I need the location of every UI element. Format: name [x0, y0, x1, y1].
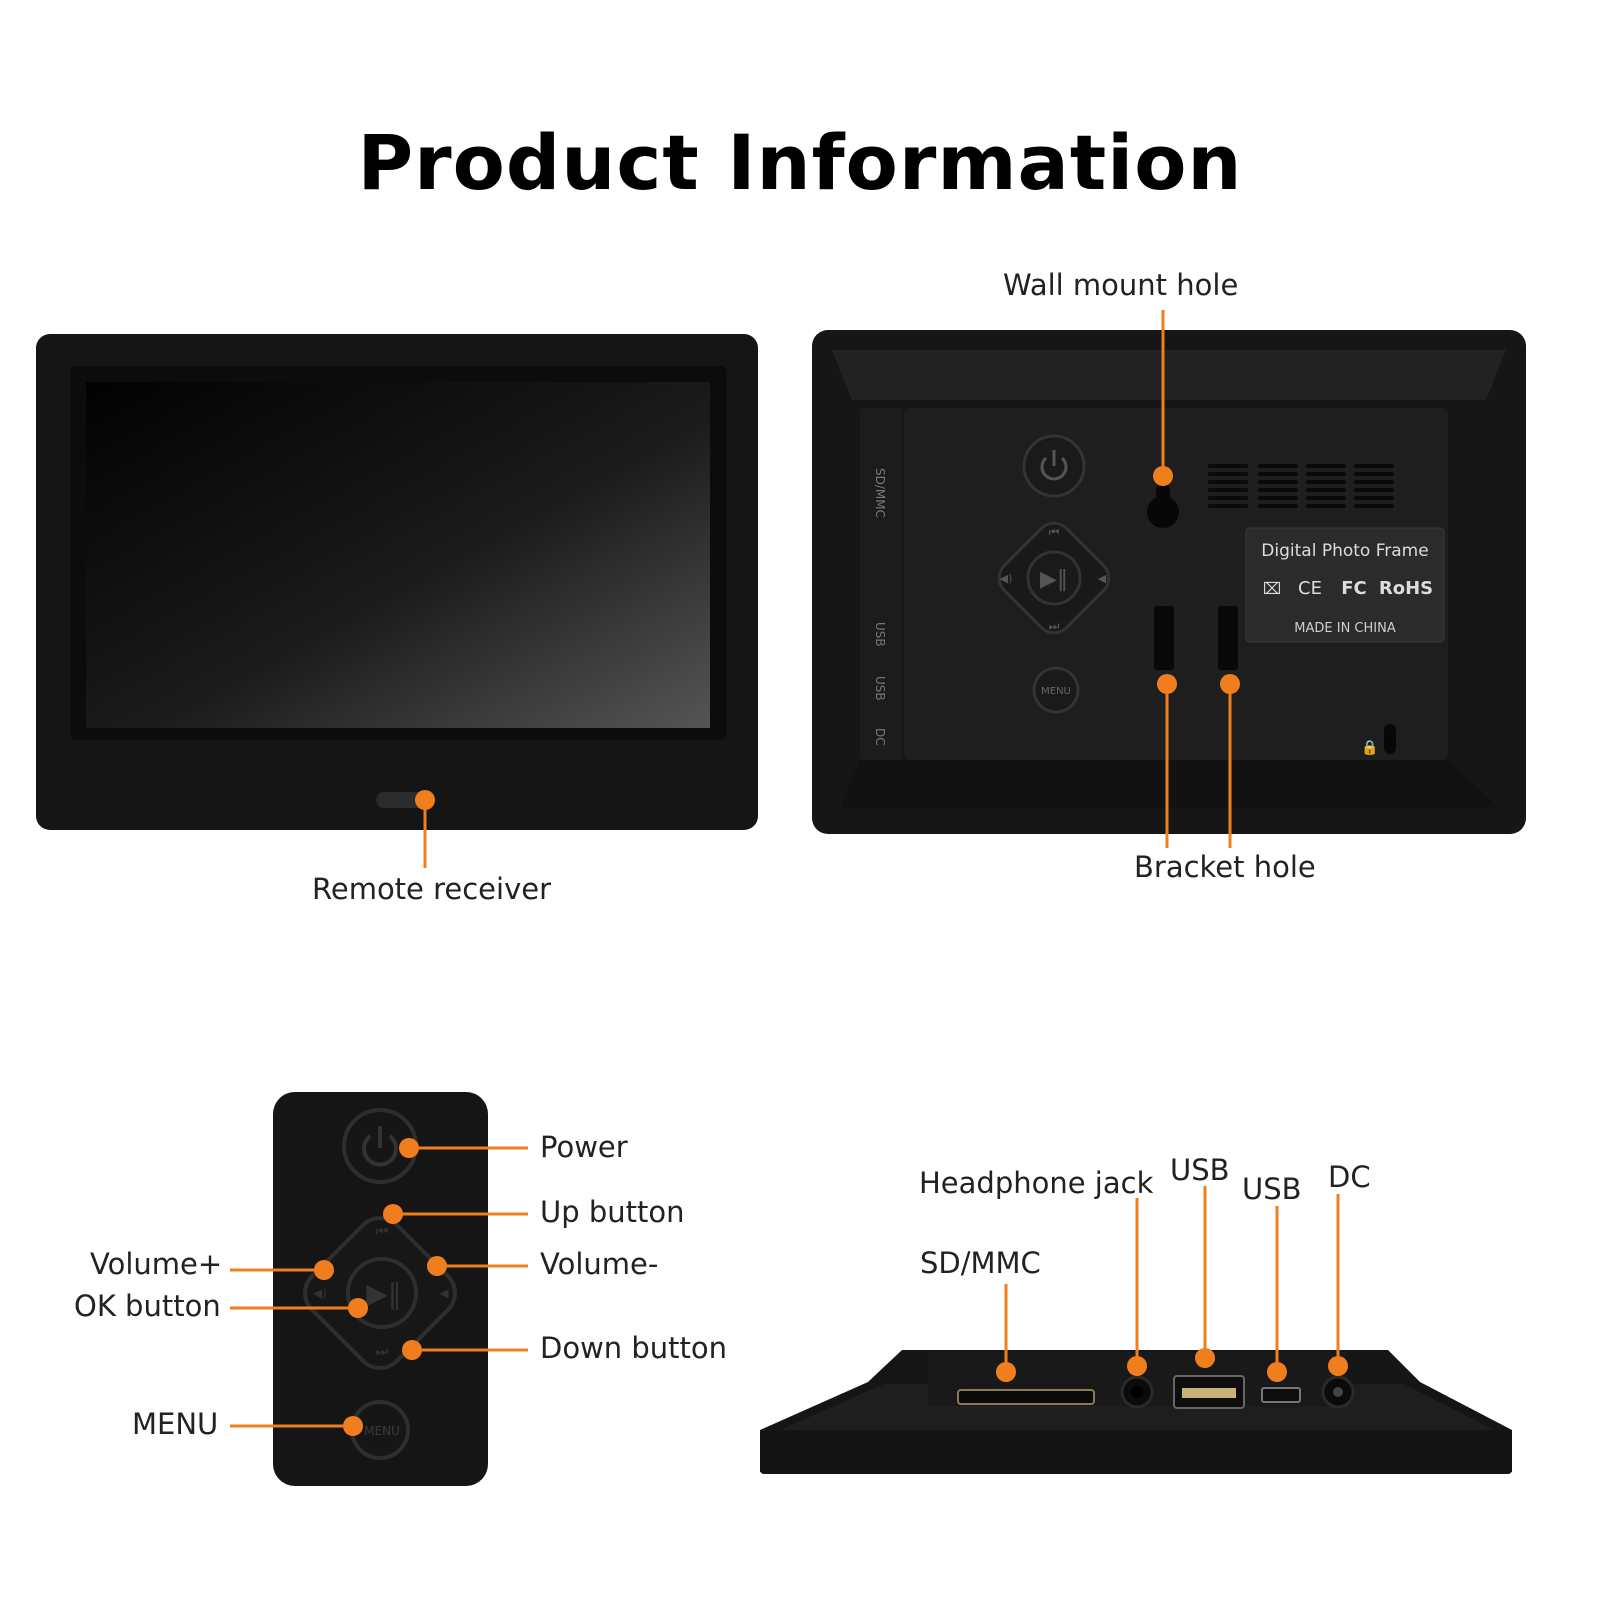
- back-menu-button[interactable]: MENU: [1032, 666, 1080, 714]
- back-menu-text: MENU: [1041, 686, 1071, 697]
- sd-card-slot: [957, 1389, 1095, 1405]
- up-button-label: Up button: [540, 1195, 685, 1229]
- ok-button-label: OK button: [74, 1289, 221, 1323]
- side-port-usb1: USB: [873, 622, 887, 647]
- remote-menu-text: MENU: [364, 1424, 400, 1438]
- down-marker: [402, 1340, 422, 1360]
- ok-marker: [348, 1298, 368, 1318]
- front-screen: [86, 382, 710, 728]
- usb-a-label: USB: [1170, 1153, 1230, 1187]
- speaker-vents: [1208, 464, 1394, 508]
- remote-next-icon: ⏭: [376, 1344, 389, 1360]
- dc-port: [1321, 1375, 1355, 1409]
- volume-minus-label: Volume-: [540, 1247, 659, 1281]
- bracket-hole-right: [1218, 606, 1238, 670]
- remote-power-icon: [362, 1126, 398, 1167]
- dc-label: DC: [1328, 1160, 1371, 1194]
- menu-label: MENU: [132, 1407, 219, 1441]
- side-port-sd: SD/MMC: [873, 468, 887, 518]
- headphone-jack-label: Headphone jack: [919, 1166, 1154, 1200]
- wall-mount-hole: [1147, 484, 1179, 528]
- bracket-hole-label: Bracket hole: [1134, 850, 1316, 884]
- usb-mini-port: [1261, 1387, 1301, 1403]
- power-label: Power: [540, 1130, 628, 1164]
- power-marker: [399, 1138, 419, 1158]
- weee-bin-icon: ⌧: [1263, 579, 1281, 598]
- remote-volume-up-icon: ◀): [313, 1286, 327, 1300]
- menu-marker: [343, 1416, 363, 1436]
- back-dpad[interactable]: ▶‖ ⏮ ⏭ ◀) ◀: [992, 516, 1116, 640]
- wall-mount-label: Wall mount hole: [1003, 268, 1239, 302]
- bracket-hole-marker-left: [1157, 674, 1177, 694]
- remote-play-pause-icon: ▶‖: [366, 1277, 402, 1310]
- volume-minus-marker: [427, 1256, 447, 1276]
- back-power-button[interactable]: [1022, 434, 1086, 498]
- headphone-jack: [1120, 1375, 1154, 1409]
- remote-receiver-marker: [415, 790, 435, 810]
- up-marker: [383, 1204, 403, 1224]
- lock-slot: [1384, 724, 1396, 754]
- dc-marker: [1328, 1356, 1348, 1376]
- remote-dpad[interactable]: ▶‖ ⏮ ⏭ ◀) ◀: [295, 1208, 465, 1378]
- side-port-usb2: USB: [873, 676, 887, 701]
- power-icon: [1040, 450, 1068, 481]
- sd-mmc-marker: [996, 1362, 1016, 1382]
- product-sticker: Digital Photo Frame ⌧ CE FC RoHS MADE IN…: [1245, 527, 1445, 643]
- lock-icon: 🔒: [1361, 740, 1378, 756]
- next-icon: ⏭: [1049, 619, 1060, 633]
- usb-a-port: [1173, 1375, 1245, 1409]
- headphone-marker: [1127, 1356, 1147, 1376]
- remote-prev-icon: ⏮: [376, 1224, 389, 1240]
- usb-mini-label: USB: [1242, 1172, 1302, 1206]
- remote-receiver-label: Remote receiver: [312, 872, 552, 906]
- cert-rohs: RoHS: [1379, 578, 1433, 599]
- bracket-hole-left: [1154, 606, 1174, 670]
- prev-icon: ⏮: [1049, 525, 1060, 539]
- usb-mini-marker: [1267, 1362, 1287, 1382]
- side-port-dc: DC: [873, 728, 887, 746]
- volume-up-icon: ◀): [1000, 572, 1013, 585]
- sd-mmc-label: SD/MMC: [920, 1246, 1041, 1280]
- volume-plus-label: Volume+: [90, 1247, 223, 1281]
- cert-fc: FC: [1341, 578, 1367, 599]
- down-button-label: Down button: [540, 1331, 728, 1365]
- volume-down-icon: ◀: [1098, 572, 1107, 585]
- cert-ce: CE: [1298, 578, 1322, 599]
- page-title: Product Information: [357, 118, 1243, 207]
- play-pause-icon: ▶‖: [1040, 567, 1068, 592]
- made-in: MADE IN CHINA: [1294, 621, 1396, 636]
- volume-plus-marker: [314, 1260, 334, 1280]
- usb-a-marker: [1195, 1348, 1215, 1368]
- remote-volume-down-icon: ◀: [439, 1286, 449, 1300]
- sticker-title: Digital Photo Frame: [1261, 541, 1428, 561]
- wall-mount-marker: [1153, 466, 1173, 486]
- bracket-hole-marker-right: [1220, 674, 1240, 694]
